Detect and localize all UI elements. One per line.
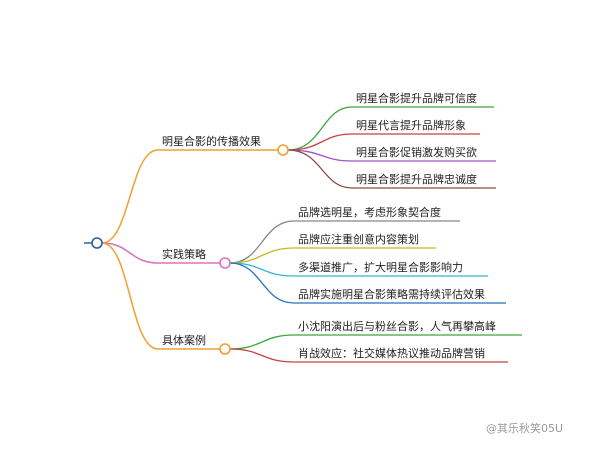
root-connector-cases: [101, 242, 222, 350]
spread-connector-2: [287, 133, 480, 151]
spread-item-4[interactable]: 明星合影提升品牌忠诚度: [356, 172, 477, 186]
cases-item-1[interactable]: 小沈阳演出后与粉丝合影，人气再攀高峰: [298, 319, 496, 333]
branch-label-cases[interactable]: 具体案例: [162, 333, 206, 347]
root-connector-spread: [101, 149, 278, 244]
cases-item-2[interactable]: 肖战效应：社交媒体热议推动品牌营销: [298, 346, 485, 360]
cases-connector-1: [229, 334, 522, 350]
spread-node[interactable]: [277, 144, 289, 156]
spread-connector-3: [287, 149, 496, 162]
practice-item-4[interactable]: 品牌实施明星合影策略需持续评估效果: [298, 287, 485, 301]
spread-connector-4: [287, 149, 496, 189]
cases-connector-2: [229, 348, 508, 363]
practice-item-3[interactable]: 多渠道推广，扩大明星合影影响力: [298, 260, 463, 274]
spread-item-2[interactable]: 明星代言提升品牌形象: [356, 118, 466, 132]
practice-connector-1: [229, 220, 460, 264]
cases-node[interactable]: [219, 343, 231, 355]
spread-item-3[interactable]: 明星合影促销激发购买欲: [356, 145, 477, 159]
root-node[interactable]: [91, 237, 103, 249]
practice-item-2[interactable]: 品牌应注重创意内容策划: [298, 232, 419, 246]
spread-item-1[interactable]: 明星合影提升品牌可信度: [356, 91, 477, 105]
spread-connector-1: [287, 106, 494, 151]
practice-item-1[interactable]: 品牌选明星，考虑形象契合度: [298, 205, 441, 219]
practice-connector-4: [229, 262, 506, 304]
watermark: @其乐秋笑05U: [486, 421, 563, 435]
practice-connector-2: [229, 247, 436, 264]
practice-node[interactable]: [219, 257, 231, 269]
root-connector-practice: [101, 242, 222, 264]
branch-label-spread[interactable]: 明星合影的传播效果: [162, 134, 261, 148]
practice-connector-3: [229, 262, 488, 277]
branch-label-practice[interactable]: 实践策略: [162, 247, 206, 261]
